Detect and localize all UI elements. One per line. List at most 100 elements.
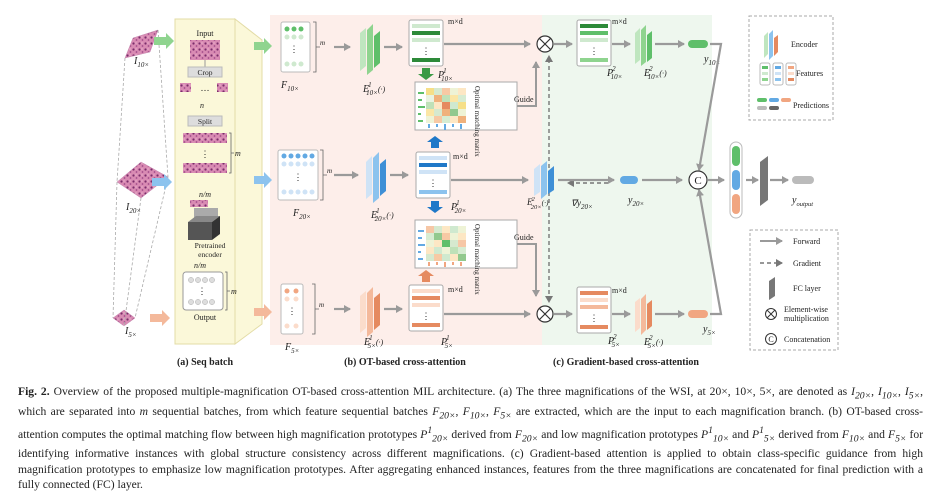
panel-label-c: (c) Gradient-based cross-attention bbox=[553, 357, 699, 368]
svg-text:⋮: ⋮ bbox=[290, 44, 299, 54]
gradient-label: ∇y20× bbox=[571, 198, 593, 211]
legend-features: Features bbox=[796, 69, 823, 78]
forward-arrows-3 bbox=[444, 40, 573, 318]
matching-label-bottom: Optimal matching matrix bbox=[473, 224, 481, 295]
p5-1-mxd: m×d bbox=[448, 285, 463, 294]
caption-text-7: and bbox=[732, 427, 749, 441]
seq-output-label: Output bbox=[194, 313, 217, 322]
caption-i5: I5× bbox=[904, 385, 921, 402]
f20-m-label: m bbox=[327, 167, 332, 175]
svg-text:⋮: ⋮ bbox=[294, 172, 303, 182]
guide-label-bottom: Guide bbox=[514, 233, 534, 242]
f10-label: F10× bbox=[280, 80, 299, 93]
input-arrows bbox=[150, 33, 174, 326]
legend-fc: FC layer bbox=[793, 284, 821, 293]
seq-nm-label-2: n/m bbox=[194, 261, 206, 270]
caption-f5: F5× bbox=[493, 404, 512, 421]
input-i10-label: I10× bbox=[133, 56, 149, 69]
svg-text:⋮: ⋮ bbox=[198, 286, 207, 296]
input-i20-label: I20× bbox=[125, 202, 141, 215]
multiply-node-top bbox=[536, 35, 554, 53]
caption-text-6: and low magnification prototypes bbox=[541, 427, 698, 441]
seq-ellipsis: … bbox=[201, 83, 210, 93]
legend-concat: Concatenation bbox=[784, 335, 830, 344]
forward-arrows-6 bbox=[696, 42, 789, 316]
y5-label: y5× bbox=[702, 324, 716, 337]
f5-label: F5× bbox=[284, 342, 299, 355]
seq-input-label: Input bbox=[197, 29, 215, 38]
seq-encoder-label: encoder bbox=[198, 250, 222, 259]
feature-f5: ⋮ m F5× bbox=[280, 283, 324, 355]
svg-text:⋮: ⋮ bbox=[429, 178, 438, 188]
caption-text-3: sequential batches, from which feature s… bbox=[152, 404, 428, 418]
seq-nm-label: n/m bbox=[199, 190, 211, 199]
y20-label: y20× bbox=[627, 195, 644, 208]
panel-label-b: (b) OT-based cross-attention bbox=[344, 357, 466, 368]
wsi-inputs: I10× I20× I5× bbox=[112, 29, 169, 339]
feature-f10: ⋮ m F10× bbox=[280, 21, 325, 93]
concat-node: C bbox=[688, 170, 708, 190]
p5-2-mxd: m×d bbox=[612, 286, 627, 295]
f10-m-label: m bbox=[320, 39, 325, 47]
caption-i20: I20× bbox=[851, 385, 872, 402]
svg-text:⋮: ⋮ bbox=[422, 46, 431, 56]
legend-encoder: Encoder bbox=[791, 40, 818, 49]
figure-caption: Fig. 2.Overview of the proposed multiple… bbox=[18, 385, 924, 491]
seq-split-label: Split bbox=[198, 117, 213, 126]
f20-label: F20× bbox=[292, 208, 311, 221]
seq-n-label: n bbox=[200, 101, 204, 110]
caption-i10: I10× bbox=[877, 385, 899, 402]
p10-2-mxd: m×d bbox=[612, 17, 627, 26]
legend-bottom: Forward Gradient FC layer Element-wise m… bbox=[749, 229, 839, 351]
svg-text:C: C bbox=[768, 335, 773, 344]
svg-text:⋮: ⋮ bbox=[590, 46, 599, 56]
forward-arrows-2 bbox=[384, 43, 409, 313]
y-output-label: youtput bbox=[791, 195, 813, 208]
f5-m-label: m bbox=[319, 301, 324, 309]
matching-label-top: Optimal matching matrix bbox=[473, 86, 481, 157]
caption-f5-b: F5× bbox=[888, 427, 907, 445]
output: youtput bbox=[791, 176, 814, 208]
caption-text-2: , which are separated into bbox=[18, 385, 924, 418]
seq-batch-content: Input Crop … n Split ⋮ m n/m Pretrained … bbox=[180, 29, 241, 322]
feature-f20: ⋮ m F20× bbox=[277, 149, 332, 221]
caption-f20-b: F20× bbox=[514, 427, 539, 445]
caption-figure-label: Fig. 2. bbox=[18, 385, 50, 398]
legend-forward: Forward bbox=[793, 237, 820, 246]
optimal-matching-matrix-top: Optimal matching matrix bbox=[414, 81, 518, 157]
legend-top: Encoder Features Predictions bbox=[748, 15, 834, 121]
legend-elementwise-2: multiplication bbox=[784, 314, 829, 323]
fc-layer bbox=[760, 156, 768, 206]
svg-text:⋮: ⋮ bbox=[288, 306, 297, 316]
panel-label-a: (a) Seq batch bbox=[177, 357, 234, 368]
seq-crop-label: Crop bbox=[198, 68, 213, 77]
y10-label: y10× bbox=[703, 54, 720, 67]
forward-arrows-4 bbox=[612, 40, 631, 318]
p10-1-mxd: m×d bbox=[448, 17, 463, 26]
caption-f20: F20× bbox=[432, 404, 456, 421]
forward-arrows-5 bbox=[558, 40, 685, 318]
gradient-lines bbox=[545, 55, 608, 303]
guide-label-top: Guide bbox=[514, 95, 534, 104]
caption-text-9: for identifying informative instances wi… bbox=[18, 427, 924, 491]
predictions: y10× y20× y5× bbox=[620, 40, 720, 337]
guide-lines bbox=[517, 61, 540, 297]
caption-text-8: derived from bbox=[778, 427, 839, 441]
seq-out-arrows bbox=[254, 38, 272, 320]
